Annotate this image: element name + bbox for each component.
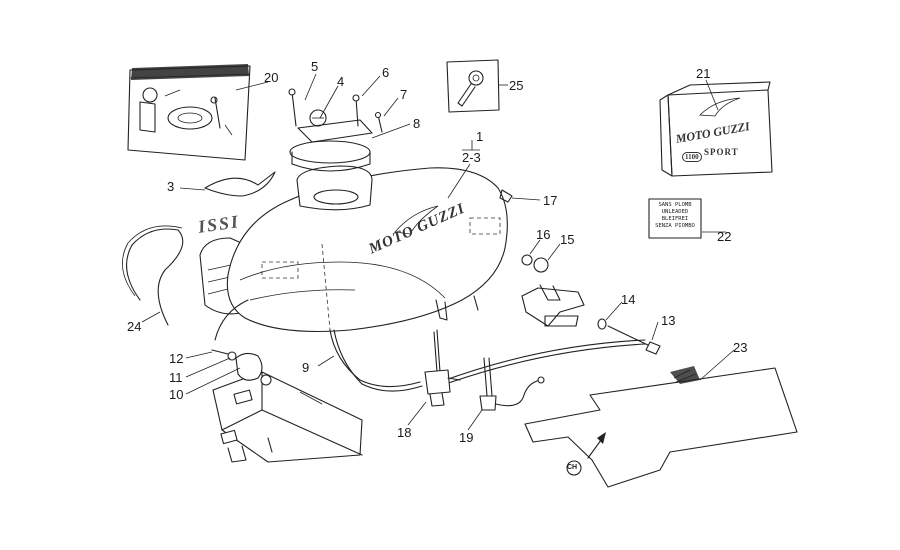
mat-23 [524,366,798,488]
label-24: 24 [127,319,142,334]
label-22: 22 [717,229,732,244]
label-20: 20 [264,70,279,85]
label-25: 25 [509,78,524,93]
label-18: 18 [397,425,412,440]
ch-circle [566,460,582,476]
screw-6 [355,97,359,127]
label-15: 15 [560,232,575,247]
rubber-strip-24 [126,228,184,326]
hose-left [214,299,249,341]
label-7: 7 [400,87,408,102]
label-1: 1 [476,129,484,144]
bolt-12 [211,349,229,355]
mount-bracket [212,371,363,463]
label-12: 12 [169,351,184,366]
key-25 [446,59,500,113]
washer-11 [227,351,237,361]
label-11: 11 [169,370,183,385]
decal-line-4: SENZA PIOMBO [655,223,695,229]
bracket [521,287,585,327]
label-8: 8 [413,116,421,131]
label-3: 3 [167,179,175,194]
label-9: 9 [302,360,310,375]
bag-sport-text: SPORT [704,147,739,157]
grommet-17 [499,189,513,203]
tank-bag-21 [659,81,773,177]
screw-5 [291,91,297,127]
label-19: 19 [459,430,474,445]
bushing-16 [521,254,533,266]
hose-long [439,339,646,383]
label-5: 5 [311,59,319,74]
rubber-15 [533,257,549,273]
rubber-10 [235,352,263,381]
bag-badge-text: 1100 [682,152,702,162]
decal-line-1: SANS PLOMB [658,202,692,208]
decal-line-2: UNLEADED [661,209,689,215]
label-16: 16 [536,227,551,242]
emblem-3 [204,171,276,197]
leader-lines [141,73,735,431]
decal-line-3: BLEIFREI [661,216,689,222]
ch-marker: CH [567,464,578,471]
label-2-3: 2-3 [462,150,481,165]
label-13: 13 [661,313,676,328]
label-21: 21 [696,66,711,81]
fuel-decal-text: SANS PLOMB UNLEADED BLEIFREI SENZA PIOMB… [651,202,699,230]
fuel-tank [226,109,508,333]
label-4: 4 [337,74,345,89]
kit-bag-20 [127,64,251,161]
fuel-decal-22 [648,198,702,239]
label-17: 17 [543,193,558,208]
hose-9 [329,329,421,388]
fuel-tap-18 [424,329,461,407]
label-6: 6 [382,65,390,80]
washer-14 [597,318,607,330]
sensor-19 [479,357,545,411]
label-10: 10 [169,387,184,402]
label-14: 14 [621,292,636,307]
bolt-13 [607,325,651,347]
label-23: 23 [733,340,748,355]
